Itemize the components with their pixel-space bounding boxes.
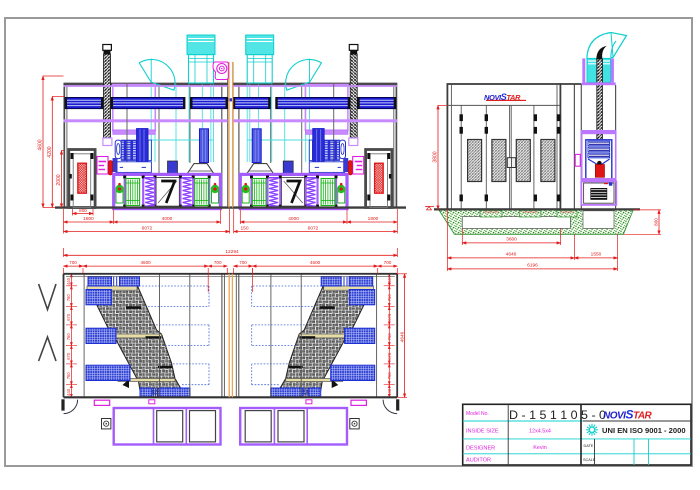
svg-text:670: 670 (66, 352, 71, 360)
svg-text:DATE: DATE (584, 444, 594, 448)
svg-text:670: 670 (66, 313, 71, 321)
svg-text:6072: 6072 (142, 226, 153, 232)
svg-text:1550: 1550 (591, 252, 602, 258)
svg-text:Kevin: Kevin (533, 445, 547, 451)
svg-text:NOVISTAR: NOVISTAR (484, 92, 521, 102)
svg-text:4600: 4600 (140, 260, 151, 265)
svg-text:700: 700 (214, 260, 222, 265)
svg-text:700: 700 (384, 260, 392, 265)
svg-text:D - 1 5 1 1 0 5 - 0: D - 1 5 1 1 0 5 - 0 (509, 410, 606, 422)
svg-text:1800: 1800 (83, 216, 94, 222)
svg-text:440: 440 (387, 388, 392, 396)
svg-text:670: 670 (387, 352, 392, 360)
svg-text:4000: 4000 (162, 216, 173, 222)
svg-text:3800: 3800 (433, 151, 439, 162)
svg-text:1800: 1800 (368, 216, 379, 222)
svg-text:800: 800 (654, 218, 659, 226)
svg-text:760: 760 (387, 294, 392, 302)
svg-text:INSIDE SIZE: INSIDE SIZE (466, 429, 499, 435)
svg-text:4646: 4646 (399, 331, 405, 342)
svg-text:AUDITOR: AUDITOR (466, 458, 491, 464)
svg-text:440: 440 (66, 388, 71, 396)
svg-text:440: 440 (66, 277, 71, 285)
svg-text:Model No.: Model No. (466, 411, 489, 417)
svg-text:760: 760 (66, 294, 71, 302)
svg-text:12x4.5x4: 12x4.5x4 (529, 429, 551, 435)
svg-text:150: 150 (240, 226, 248, 232)
svg-text:3600: 3600 (506, 237, 517, 243)
svg-text:760: 760 (66, 372, 71, 380)
svg-text:DESIGNER: DESIGNER (466, 446, 495, 452)
svg-text:SCALE: SCALE (583, 458, 596, 462)
svg-text:2000: 2000 (56, 174, 62, 185)
svg-text:4000: 4000 (288, 216, 299, 222)
svg-text:4200: 4200 (47, 146, 53, 157)
svg-text:UNI EN ISO 9001 - 2000: UNI EN ISO 9001 - 2000 (602, 426, 686, 435)
svg-text:800: 800 (79, 208, 87, 213)
svg-text:760: 760 (387, 372, 392, 380)
svg-text:670: 670 (387, 313, 392, 321)
svg-text:440: 440 (387, 277, 392, 285)
svg-text:760: 760 (387, 333, 392, 341)
svg-text:760: 760 (66, 333, 71, 341)
svg-text:4600: 4600 (310, 260, 321, 265)
svg-text:NOVISTAR: NOVISTAR (603, 408, 653, 422)
svg-text:700: 700 (239, 260, 247, 265)
svg-text:700: 700 (69, 260, 77, 265)
svg-text:4600: 4600 (38, 139, 44, 150)
svg-text:12294: 12294 (225, 249, 239, 255)
svg-text:6072: 6072 (308, 226, 319, 232)
svg-text:6196: 6196 (527, 263, 538, 269)
svg-text:4646: 4646 (506, 252, 517, 258)
